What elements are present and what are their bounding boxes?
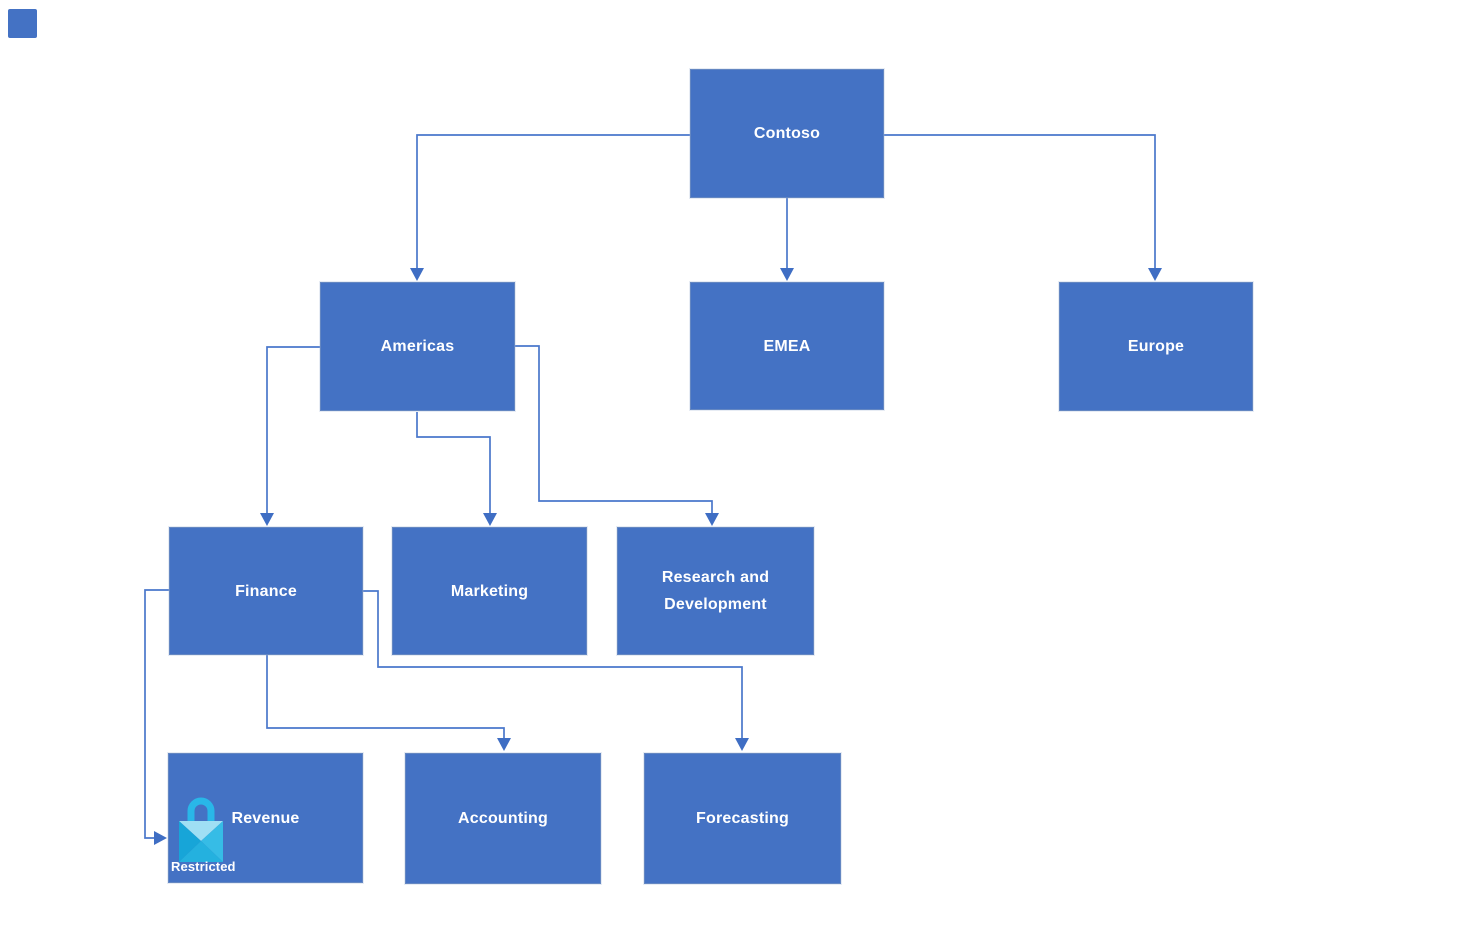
connector-contoso-americas bbox=[410, 134, 690, 281]
org-node-accounting[interactable]: Accounting bbox=[405, 753, 601, 884]
restricted-badge: Restricted bbox=[171, 859, 236, 874]
connector-finance-accounting bbox=[266, 655, 511, 751]
connector-finance-revenue bbox=[144, 589, 169, 845]
org-node-marketing[interactable]: Marketing bbox=[392, 527, 587, 655]
org-node-label: Finance bbox=[235, 582, 297, 600]
org-node-finance[interactable]: Finance bbox=[169, 527, 363, 655]
top-left-blue-square bbox=[8, 9, 37, 38]
org-node-contoso[interactable]: Contoso bbox=[690, 69, 884, 198]
org-node-americas[interactable]: Americas bbox=[320, 282, 515, 411]
lock-icon bbox=[179, 797, 223, 862]
org-node-label: EMEA bbox=[763, 337, 811, 355]
org-node-label: Forecasting bbox=[696, 810, 789, 827]
org-node-label: Contoso bbox=[753, 125, 821, 142]
connector-americas-marketing bbox=[416, 412, 497, 526]
org-node-label: Marketing bbox=[450, 582, 529, 600]
org-node-europe[interactable]: Europe bbox=[1059, 282, 1253, 411]
org-node-research-and-development[interactable]: Research and Development bbox=[617, 527, 814, 655]
org-node-label: Research and Development bbox=[661, 569, 770, 613]
org-node-emea[interactable]: EMEA bbox=[690, 282, 884, 410]
org-node-label: Accounting bbox=[458, 810, 548, 827]
connector-contoso-emea bbox=[780, 198, 794, 281]
connector-americas-rnd bbox=[515, 345, 719, 526]
org-node-forecasting[interactable]: Forecasting bbox=[644, 753, 841, 884]
connector-americas-finance bbox=[260, 346, 320, 526]
org-node-label: Europe bbox=[1127, 338, 1185, 355]
org-node-label: Revenue bbox=[231, 809, 300, 827]
org-node-label: Americas bbox=[380, 338, 455, 355]
connector-contoso-europe bbox=[884, 134, 1162, 281]
org-node-revenue[interactable]: Revenue Restricted bbox=[168, 753, 363, 883]
